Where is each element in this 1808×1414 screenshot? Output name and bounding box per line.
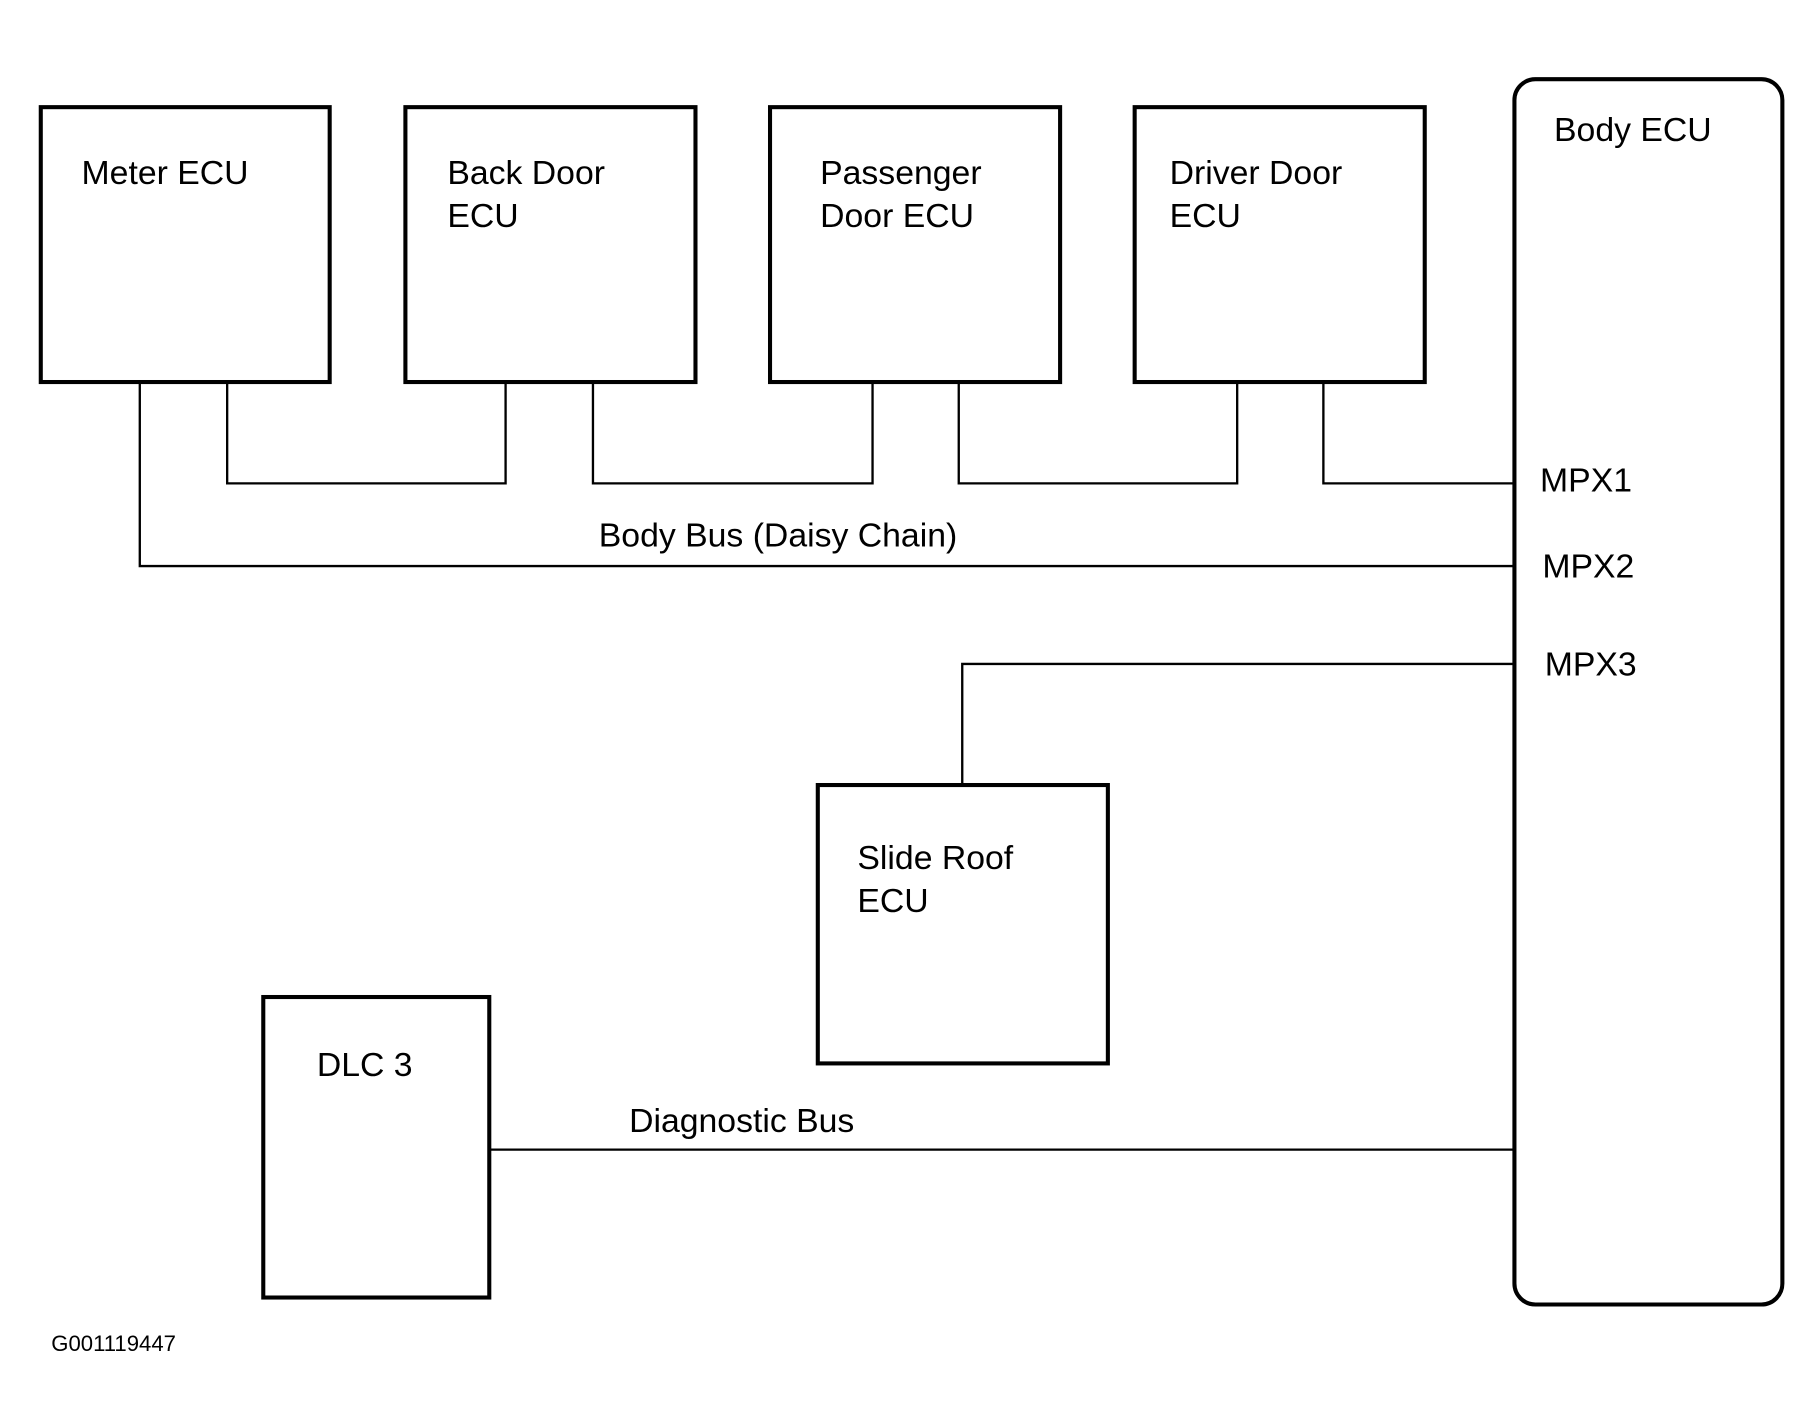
meter-ecu-label: Meter ECU [82,154,249,192]
port-mpx3-label: MPX3 [1545,646,1637,684]
back-door-ecu-label-line2: ECU [447,197,518,235]
wire-body-bus-mpx2 [138,382,1515,568]
diagnostic-bus-label: Diagnostic Bus [629,1102,854,1140]
back-door-ecu-block: Back Door ECU [403,105,698,385]
driver-door-ecu-label-line1: Driver Door [1170,154,1343,192]
figure-code: G001119447 [51,1331,176,1356]
slide-roof-ecu-label-line2: ECU [857,882,928,920]
dlc3-block: DLC 3 [261,994,492,1300]
body-ecu-label: Body ECU [1554,111,1712,149]
wire-backdoor-passenger [591,382,874,485]
meter-ecu-block: Meter ECU [38,105,332,385]
slide-roof-ecu-block: Slide Roof ECU [815,782,1110,1066]
wire-meter-backdoor [226,382,507,485]
driver-door-ecu-label-line2: ECU [1170,197,1241,235]
body-bus-label: Body Bus (Daisy Chain) [599,516,957,554]
port-mpx1-label: MPX1 [1540,462,1632,500]
passenger-door-ecu-label-line1: Passenger [820,154,981,192]
slide-roof-ecu-label-line1: Slide Roof [857,839,1013,877]
passenger-door-ecu-label-line2: Door ECU [820,197,974,235]
body-ecu-block: Body ECU MPX1 MPX2 MPX3 [1512,77,1785,1307]
back-door-ecu-label-line1: Back Door [447,154,605,192]
passenger-door-ecu-block: Passenger Door ECU [767,105,1063,385]
port-mpx2-label: MPX2 [1542,548,1634,586]
wire-driver-mpx1 [1322,382,1515,485]
dlc3-label: DLC 3 [317,1046,413,1084]
wire-sliderooft-mpx3 [961,662,1515,784]
driver-door-ecu-block: Driver Door ECU [1132,105,1427,385]
wire-passenger-driver [957,382,1239,485]
